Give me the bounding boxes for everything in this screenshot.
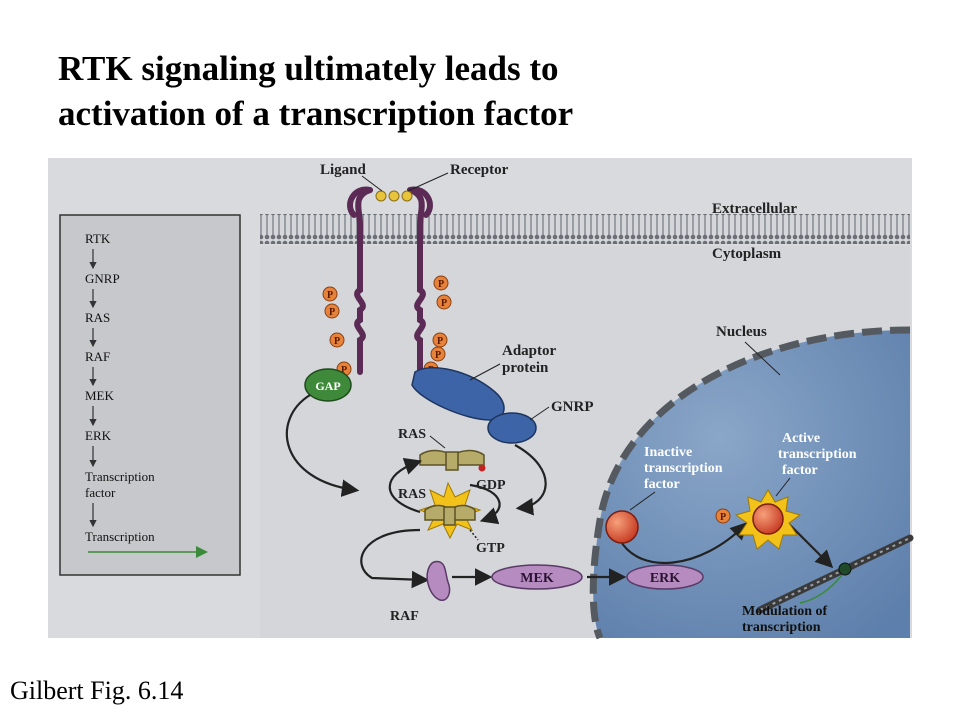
label-active-3: factor [782, 463, 818, 478]
phosphate-groups: P P P P P P P P P [322, 275, 452, 377]
svg-text:GAP: GAP [315, 379, 340, 393]
phosphate-icon: P [432, 332, 448, 348]
adaptor-protein [411, 367, 505, 421]
summary-step-raf: RAF [85, 349, 110, 364]
label-gtp: GTP [476, 541, 505, 556]
plasma-membrane [260, 214, 910, 244]
svg-text:P: P [438, 279, 444, 290]
summary-step-tf-1: Transcription [85, 469, 155, 484]
nucleus-leader [744, 341, 781, 376]
gnrp-leader [529, 406, 550, 421]
modulation-leader [799, 574, 843, 604]
label-raf: RAF [390, 609, 419, 624]
figure-caption: Gilbert Fig. 6.14 [10, 676, 184, 705]
summary-step-rtk: RTK [85, 231, 111, 246]
svg-text:ERK: ERK [650, 571, 680, 586]
gnrp-arrow [514, 444, 547, 516]
summary-step-ras: RAS [85, 310, 110, 325]
svg-text:P: P [441, 298, 447, 309]
label-active-1: Active [782, 431, 820, 446]
active-leader [775, 477, 791, 497]
label-adaptor-1: Adaptor [502, 343, 557, 359]
label-nucleus: Nucleus [716, 324, 767, 340]
label-modulation-2: transcription [742, 620, 821, 635]
phosphate-icon: P [322, 286, 338, 302]
receptor-dimer [347, 186, 433, 375]
dna-strand [756, 534, 914, 614]
svg-text:MEK: MEK [520, 571, 554, 586]
raf-protein [426, 560, 451, 601]
gap-arrow [285, 394, 360, 497]
label-extracellular: Extracellular [712, 201, 797, 217]
phosphate-icon: P [430, 346, 446, 362]
pathway-arrows [285, 394, 834, 589]
gdp-to-gtp-arrow [469, 483, 501, 525]
label-inactive-1: Inactive [644, 445, 692, 460]
label-ligand: Ligand [320, 162, 367, 178]
inactive-leader [629, 491, 656, 511]
ligand-leader [361, 175, 383, 192]
summary-step-tf-2: factor [85, 485, 116, 500]
receptor-leader [407, 172, 449, 192]
mek-protein: MEK [491, 564, 583, 590]
label-cytoplasm: Cytoplasm [712, 246, 782, 262]
phosphate-icon: P [329, 332, 345, 348]
phosphate-icon [715, 508, 731, 524]
label-modulation-1: Modulation of [742, 604, 828, 619]
erk-activation-arrow [619, 521, 749, 564]
svg-text:P: P [435, 350, 441, 361]
gnrp-protein [487, 412, 537, 444]
slide-title: RTK signaling ultimately leads to activa… [58, 46, 938, 136]
label-gnrp: GNRP [551, 399, 594, 415]
label-ras-bottom: RAS [398, 487, 426, 502]
title-line-2: activation of a transcription factor [58, 94, 574, 133]
ras-to-raf-arrow [360, 528, 430, 589]
svg-text:P: P [437, 336, 443, 347]
label-inactive-3: factor [644, 477, 680, 492]
phosphate-icon: P [324, 303, 340, 319]
phosphate-icon: P [433, 275, 449, 291]
ligand [375, 190, 413, 202]
adaptor-leader [469, 363, 501, 381]
svg-text:P: P [334, 336, 340, 347]
label-inactive-2: transcription [644, 461, 723, 476]
label-adaptor-2: protein [502, 360, 549, 376]
summary-step-gnrp: GNRP [85, 271, 120, 286]
label-ras-top: RAS [398, 427, 426, 442]
svg-text:P: P [341, 365, 347, 376]
label-active-2: transcription [778, 447, 857, 462]
gtp-to-gdp-arrow [388, 457, 423, 514]
ras-top-leader [429, 435, 446, 449]
summary-step-transcription: Transcription [85, 529, 155, 544]
erk-protein: ERK [626, 564, 704, 590]
pathway-summary-panel: RTK GNRP RAS RAF MEK ERK Transcription f… [59, 214, 241, 576]
phosphate-icon: P [436, 294, 452, 310]
summary-step-erk: ERK [85, 428, 112, 443]
title-line-1: RTK signaling ultimately leads to [58, 49, 559, 88]
inactive-transcription-factor [605, 510, 639, 544]
gap-protein: GAP [304, 368, 352, 402]
summary-step-mek: MEK [85, 388, 115, 403]
ras-gtp [418, 481, 482, 540]
svg-text:P: P [720, 512, 726, 523]
ras-gdp [419, 449, 486, 472]
active-transcription-factor: P [715, 489, 802, 550]
label-receptor: Receptor [450, 162, 509, 178]
svg-text:P: P [327, 290, 333, 301]
svg-text:P: P [329, 307, 335, 318]
